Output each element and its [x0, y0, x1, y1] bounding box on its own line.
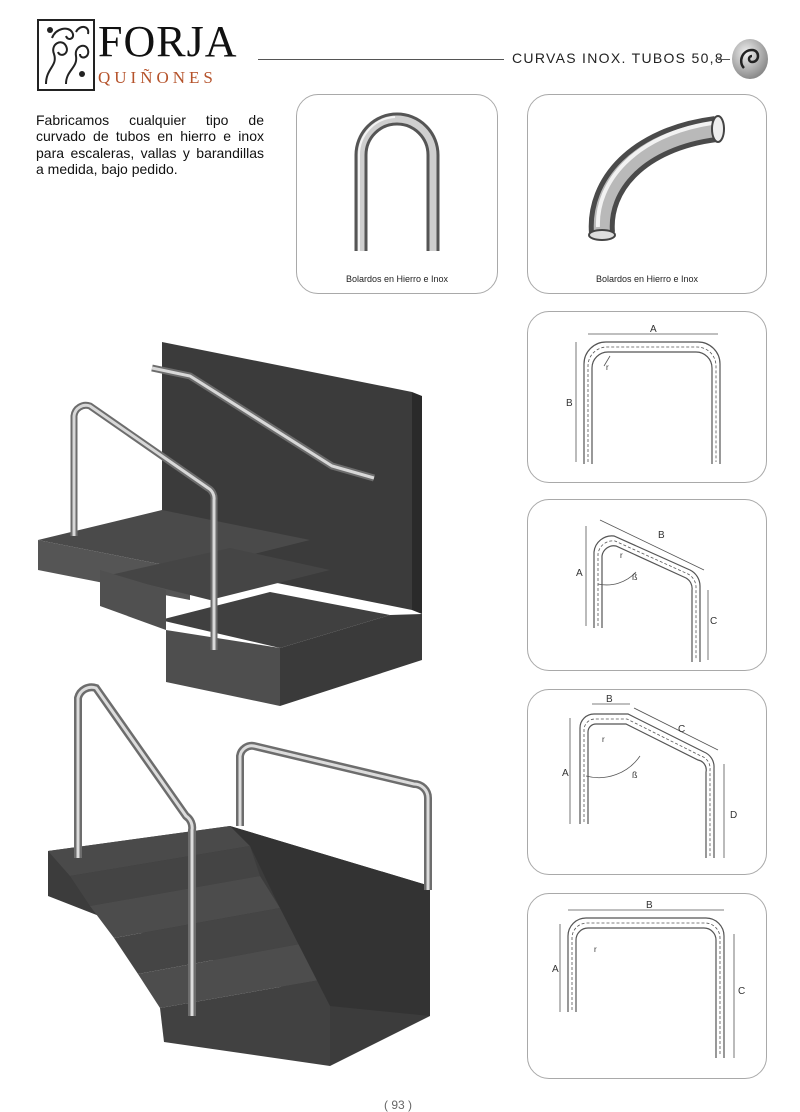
- dimension-label: ß: [632, 770, 638, 780]
- spiral-scroll-icon: [730, 38, 770, 80]
- bend-diagram-3: B C A ß r D: [527, 689, 767, 875]
- stair-scene-open: [30, 676, 450, 1096]
- product-caption: Bolardos en Hierro e Inox: [345, 274, 449, 284]
- dimension-label: C: [738, 986, 745, 997]
- bend-diagram-4: B A r C: [527, 893, 767, 1079]
- page-number: ( 93 ): [384, 1098, 413, 1112]
- dimension-label: A: [562, 768, 569, 779]
- brand-subname: QUIÑONES: [98, 68, 217, 87]
- double-angle-bend-dimension-drawing: B C A ß r D: [562, 694, 737, 858]
- dimension-label: r: [606, 363, 609, 372]
- dimension-label: B: [566, 398, 573, 409]
- stair-scene-wall: [30, 330, 430, 710]
- product-caption: Bolardos en Hierro e Inox: [595, 274, 699, 284]
- intro-text: Fabricamos cualquier tipo de curvado de …: [36, 112, 264, 178]
- brand-logo: FORJA QUIÑONES: [36, 18, 246, 92]
- brand-name: FORJA: [98, 17, 238, 66]
- dimension-label: B: [646, 900, 653, 911]
- ornamental-iron-logo-icon: [37, 19, 95, 91]
- page-title: CURVAS INOX. TUBOS 50,8: [512, 50, 724, 66]
- header-divider: [258, 59, 504, 60]
- dimension-label: A: [576, 568, 583, 579]
- product-card-bollard-u: Bolardos en Hierro e Inox: [296, 94, 498, 294]
- dimension-label: r: [602, 735, 605, 744]
- elbow-tube-image: [588, 115, 725, 241]
- dimension-label: A: [552, 964, 559, 975]
- bend-diagram-1: A B r: [527, 311, 767, 483]
- dimension-label: B: [606, 694, 613, 705]
- uneven-u-bend-dimension-drawing: B A r C: [552, 900, 745, 1058]
- bend-diagram-2: B A ß r C: [527, 499, 767, 671]
- angled-bend-dimension-drawing: B A ß r C: [576, 519, 717, 662]
- product-card-bollard-elbow: Bolardos en Hierro e Inox: [527, 94, 767, 294]
- dimension-label: B: [658, 530, 665, 541]
- dimension-label: C: [710, 616, 717, 627]
- dimension-label: D: [730, 810, 737, 821]
- u-shaped-tube-image: [354, 112, 440, 251]
- dimension-label: ß: [632, 572, 638, 582]
- dimension-label: A: [650, 324, 657, 335]
- dimension-label: r: [620, 551, 623, 560]
- header-divider-short: [718, 59, 730, 60]
- dimension-label: C: [678, 724, 685, 735]
- u-bend-dimension-drawing: A B r: [566, 324, 721, 464]
- dimension-label: r: [594, 945, 597, 954]
